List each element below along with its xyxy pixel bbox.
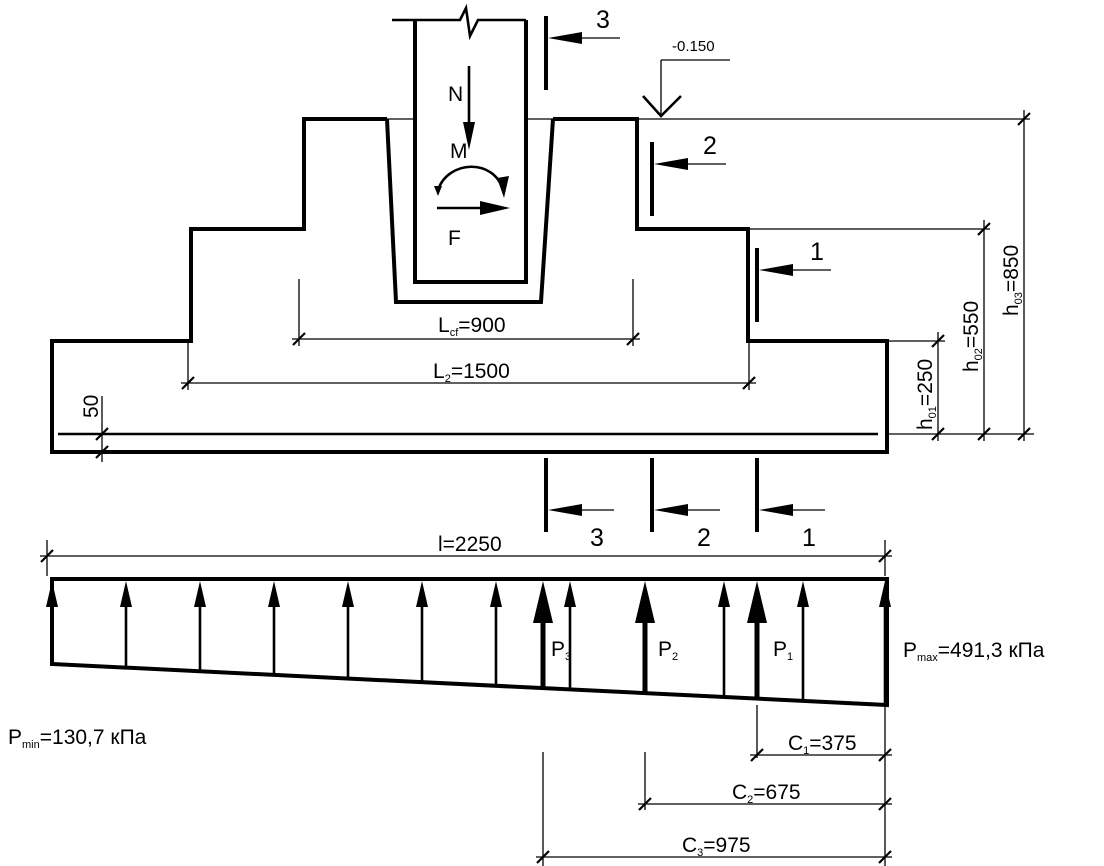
n-label: N [448, 83, 463, 106]
p3-label: P3 [551, 638, 571, 663]
p2-resultant-arrow-head [635, 581, 655, 623]
p2-label: P2 [658, 638, 678, 663]
p3-resultant-arrow-head [533, 581, 553, 623]
section-1-top-arrow [759, 264, 793, 276]
c2-tick-left [638, 797, 652, 811]
lcf-label: Lcf=900 [438, 314, 506, 339]
l2-tick-left [181, 376, 195, 390]
m-label: M [450, 140, 468, 163]
pressure-arrow-4-head [268, 581, 280, 607]
pressure-arrow-3-head [194, 581, 206, 607]
level-mark-label: -0.150 [672, 38, 715, 55]
section-3-bottom-arrow [548, 504, 582, 516]
section-2-top-label: 2 [703, 132, 717, 160]
p1-label: P1 [773, 638, 793, 663]
m-arc [436, 165, 505, 191]
lcf-tick-left [292, 332, 306, 346]
h01-label: h01=250 [914, 359, 939, 430]
socket-walls [385, 118, 555, 304]
column-break-line [392, 3, 526, 41]
c2-label: C2=675 [732, 781, 801, 806]
l2-tick-right [742, 376, 756, 390]
c3-tick-right [878, 850, 892, 864]
l2-label: L2=1500 [433, 360, 510, 385]
n-arrow-head [463, 122, 475, 150]
h02-label: h02=550 [960, 301, 985, 372]
cover-tick-top [95, 427, 109, 441]
pmax-label: Pmax=491,3 кПа [903, 639, 1045, 664]
pressure-arrow-7-head [490, 581, 502, 607]
lcf-tick-right [626, 332, 640, 346]
pressure-arrow-11-head [879, 581, 891, 607]
section-2-top-arrow [654, 158, 688, 170]
section-1-bottom-label: 1 [802, 524, 816, 552]
m-arrow-head [497, 176, 509, 198]
pressure-arrows [46, 581, 891, 705]
h03-tick-bottom [1017, 427, 1031, 441]
section-3-top-label: 3 [596, 6, 610, 34]
section-1-top-label: 1 [810, 238, 824, 266]
cover-label: 50 [80, 395, 103, 418]
section-3-top-arrow [548, 32, 582, 44]
section-2-bottom-label: 2 [697, 524, 711, 552]
foundation-outline [50, 117, 889, 454]
h03-tick-top [1017, 112, 1031, 126]
h01-tick-top [931, 334, 945, 348]
section-2-bottom-arrow [654, 504, 688, 516]
level-mark-icon [642, 95, 682, 118]
c3-label: C3=975 [682, 834, 751, 859]
h03-label: h03=850 [1000, 245, 1025, 316]
pmin-label: Pmin=130,7 кПа [8, 726, 147, 751]
l-tick-left [40, 549, 54, 563]
c1-tick-right [878, 748, 892, 762]
f-arrow-head [480, 201, 510, 215]
pressure-arrow-9-head [718, 581, 730, 607]
p1-resultant-arrow-head [747, 581, 767, 623]
c2-tick-right [878, 797, 892, 811]
m-arrow-tail [434, 186, 442, 196]
c1-tick-left [750, 748, 764, 762]
h01-tick-bottom [931, 427, 945, 441]
column [413, 20, 528, 284]
section-3-bottom-label: 3 [590, 524, 604, 552]
section-1-bottom-arrow [759, 504, 793, 516]
pressure-diagram-outline [50, 577, 889, 708]
f-label: F [448, 227, 461, 250]
l-total-label: l=2250 [438, 533, 502, 556]
h02-tick-top [977, 222, 991, 236]
pressure-arrow-1-head [46, 581, 58, 607]
pressure-arrow-8-head [564, 581, 576, 607]
pressure-arrow-6-head [416, 581, 428, 607]
pressure-arrow-10-head [797, 581, 809, 607]
pressure-arrow-5-head [342, 581, 354, 607]
cover-tick-bottom [95, 445, 109, 459]
pressure-arrow-2-head [120, 581, 132, 607]
h02-tick-bottom [977, 427, 991, 441]
l-tick-right [878, 549, 892, 563]
c1-label: C1=375 [788, 732, 857, 757]
c3-tick-left [536, 850, 550, 864]
